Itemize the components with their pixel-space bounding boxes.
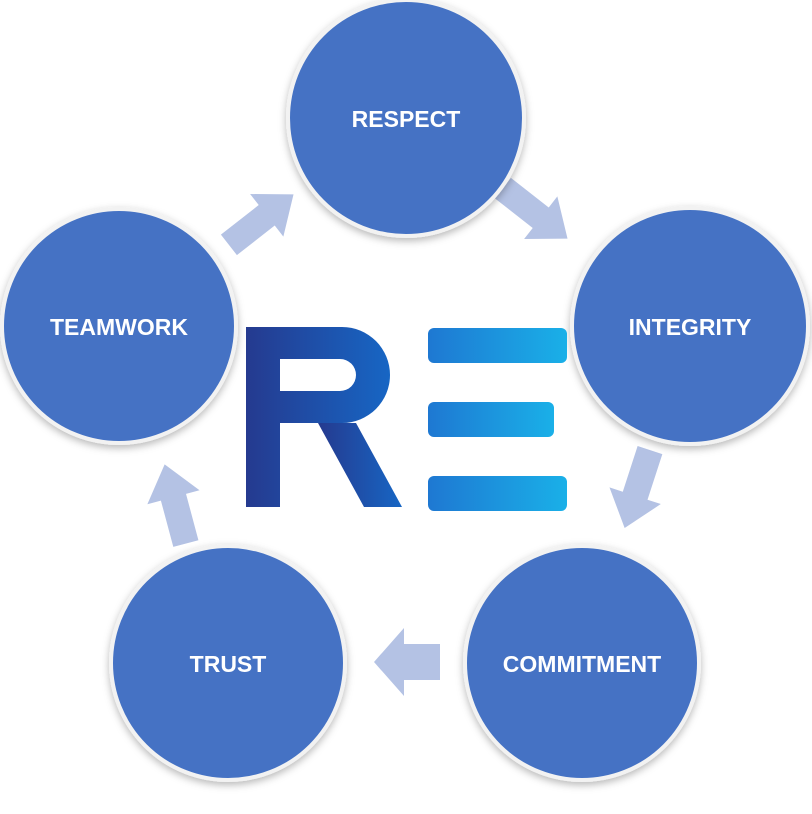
logo-letter-r: [246, 327, 402, 507]
node-trust: TRUST: [109, 544, 347, 782]
arrow-integrity-to-commitment: [609, 446, 663, 529]
node-teamwork: TEAMWORK: [0, 207, 238, 445]
node-integrity: INTEGRITY: [570, 206, 810, 446]
arrow-trust-to-teamwork: [147, 464, 200, 547]
logo-letter-e: [428, 328, 567, 511]
re-logo: [246, 327, 567, 511]
node-trust-label: TRUST: [190, 651, 267, 677]
node-commitment-label: COMMITMENT: [503, 651, 661, 677]
node-teamwork-label: TEAMWORK: [50, 314, 188, 340]
node-commitment: COMMITMENT: [463, 544, 701, 782]
node-respect-label: RESPECT: [352, 106, 461, 132]
node-integrity-label: INTEGRITY: [629, 314, 752, 340]
node-respect: RESPECT: [286, 0, 526, 238]
arrow-teamwork-to-respect: [220, 194, 294, 256]
arrow-respect-to-integrity: [494, 177, 568, 239]
arrow-commitment-to-trust: [374, 628, 440, 696]
